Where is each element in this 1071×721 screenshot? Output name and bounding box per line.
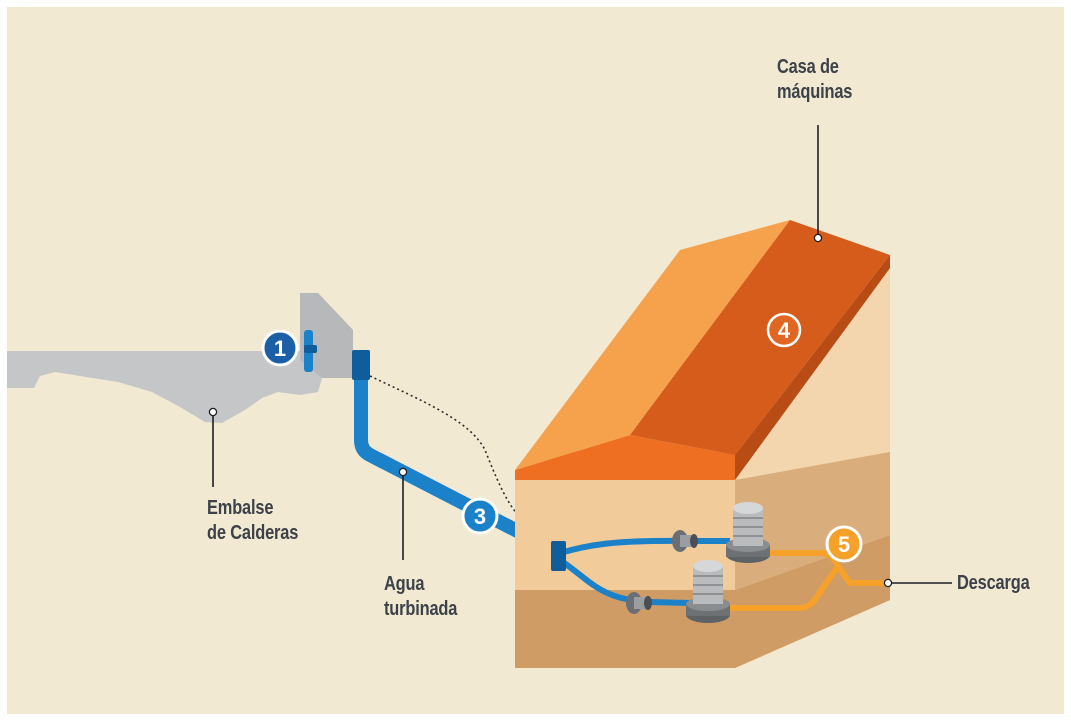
svg-text:5: 5 <box>838 532 850 557</box>
turbine-valve-upper <box>672 530 698 552</box>
roof <box>515 220 890 480</box>
marker-4: 4 <box>766 312 802 348</box>
turbine-upper <box>726 502 770 563</box>
label-embalse: Embalse de Calderas <box>207 496 298 546</box>
leader-lines <box>212 125 952 584</box>
label-agua-line1: Agua <box>384 573 425 595</box>
svg-text:1: 1 <box>274 336 286 361</box>
marker-5: 5 <box>825 525 863 563</box>
turbine-valve-lower <box>626 592 652 614</box>
label-embalse-line2: de Calderas <box>207 522 299 544</box>
svg-text:3: 3 <box>474 504 486 529</box>
label-agua-turbinada: Agua turbinada <box>384 572 457 622</box>
marker-1: 1 <box>261 329 299 367</box>
label-agua-line2: turbinada <box>384 598 458 620</box>
reservoir-embalse <box>7 293 353 423</box>
leader-dots <box>208 233 893 588</box>
svg-text:4: 4 <box>778 318 791 343</box>
label-casa-line2: máquinas <box>777 81 853 103</box>
label-casa-line1: Casa de <box>777 56 839 78</box>
label-casa-de-maquinas: Casa de máquinas <box>777 55 852 105</box>
label-embalse-line1: Embalse <box>207 497 274 519</box>
marker-3: 3 <box>461 497 499 535</box>
label-descarga: Descarga <box>957 572 1030 594</box>
turbine-lower <box>686 560 730 623</box>
penstock-pipe <box>352 350 567 560</box>
